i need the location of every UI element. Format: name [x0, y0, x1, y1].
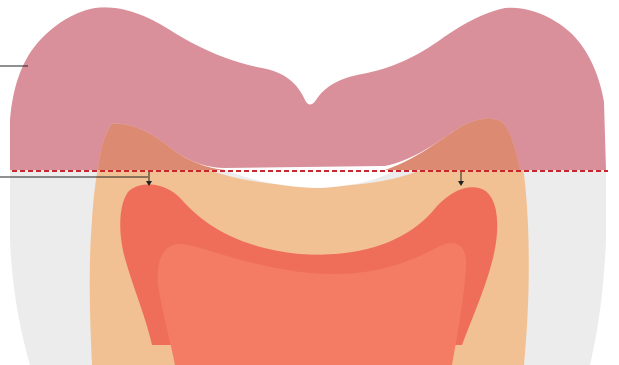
overlay-region — [10, 7, 606, 170]
